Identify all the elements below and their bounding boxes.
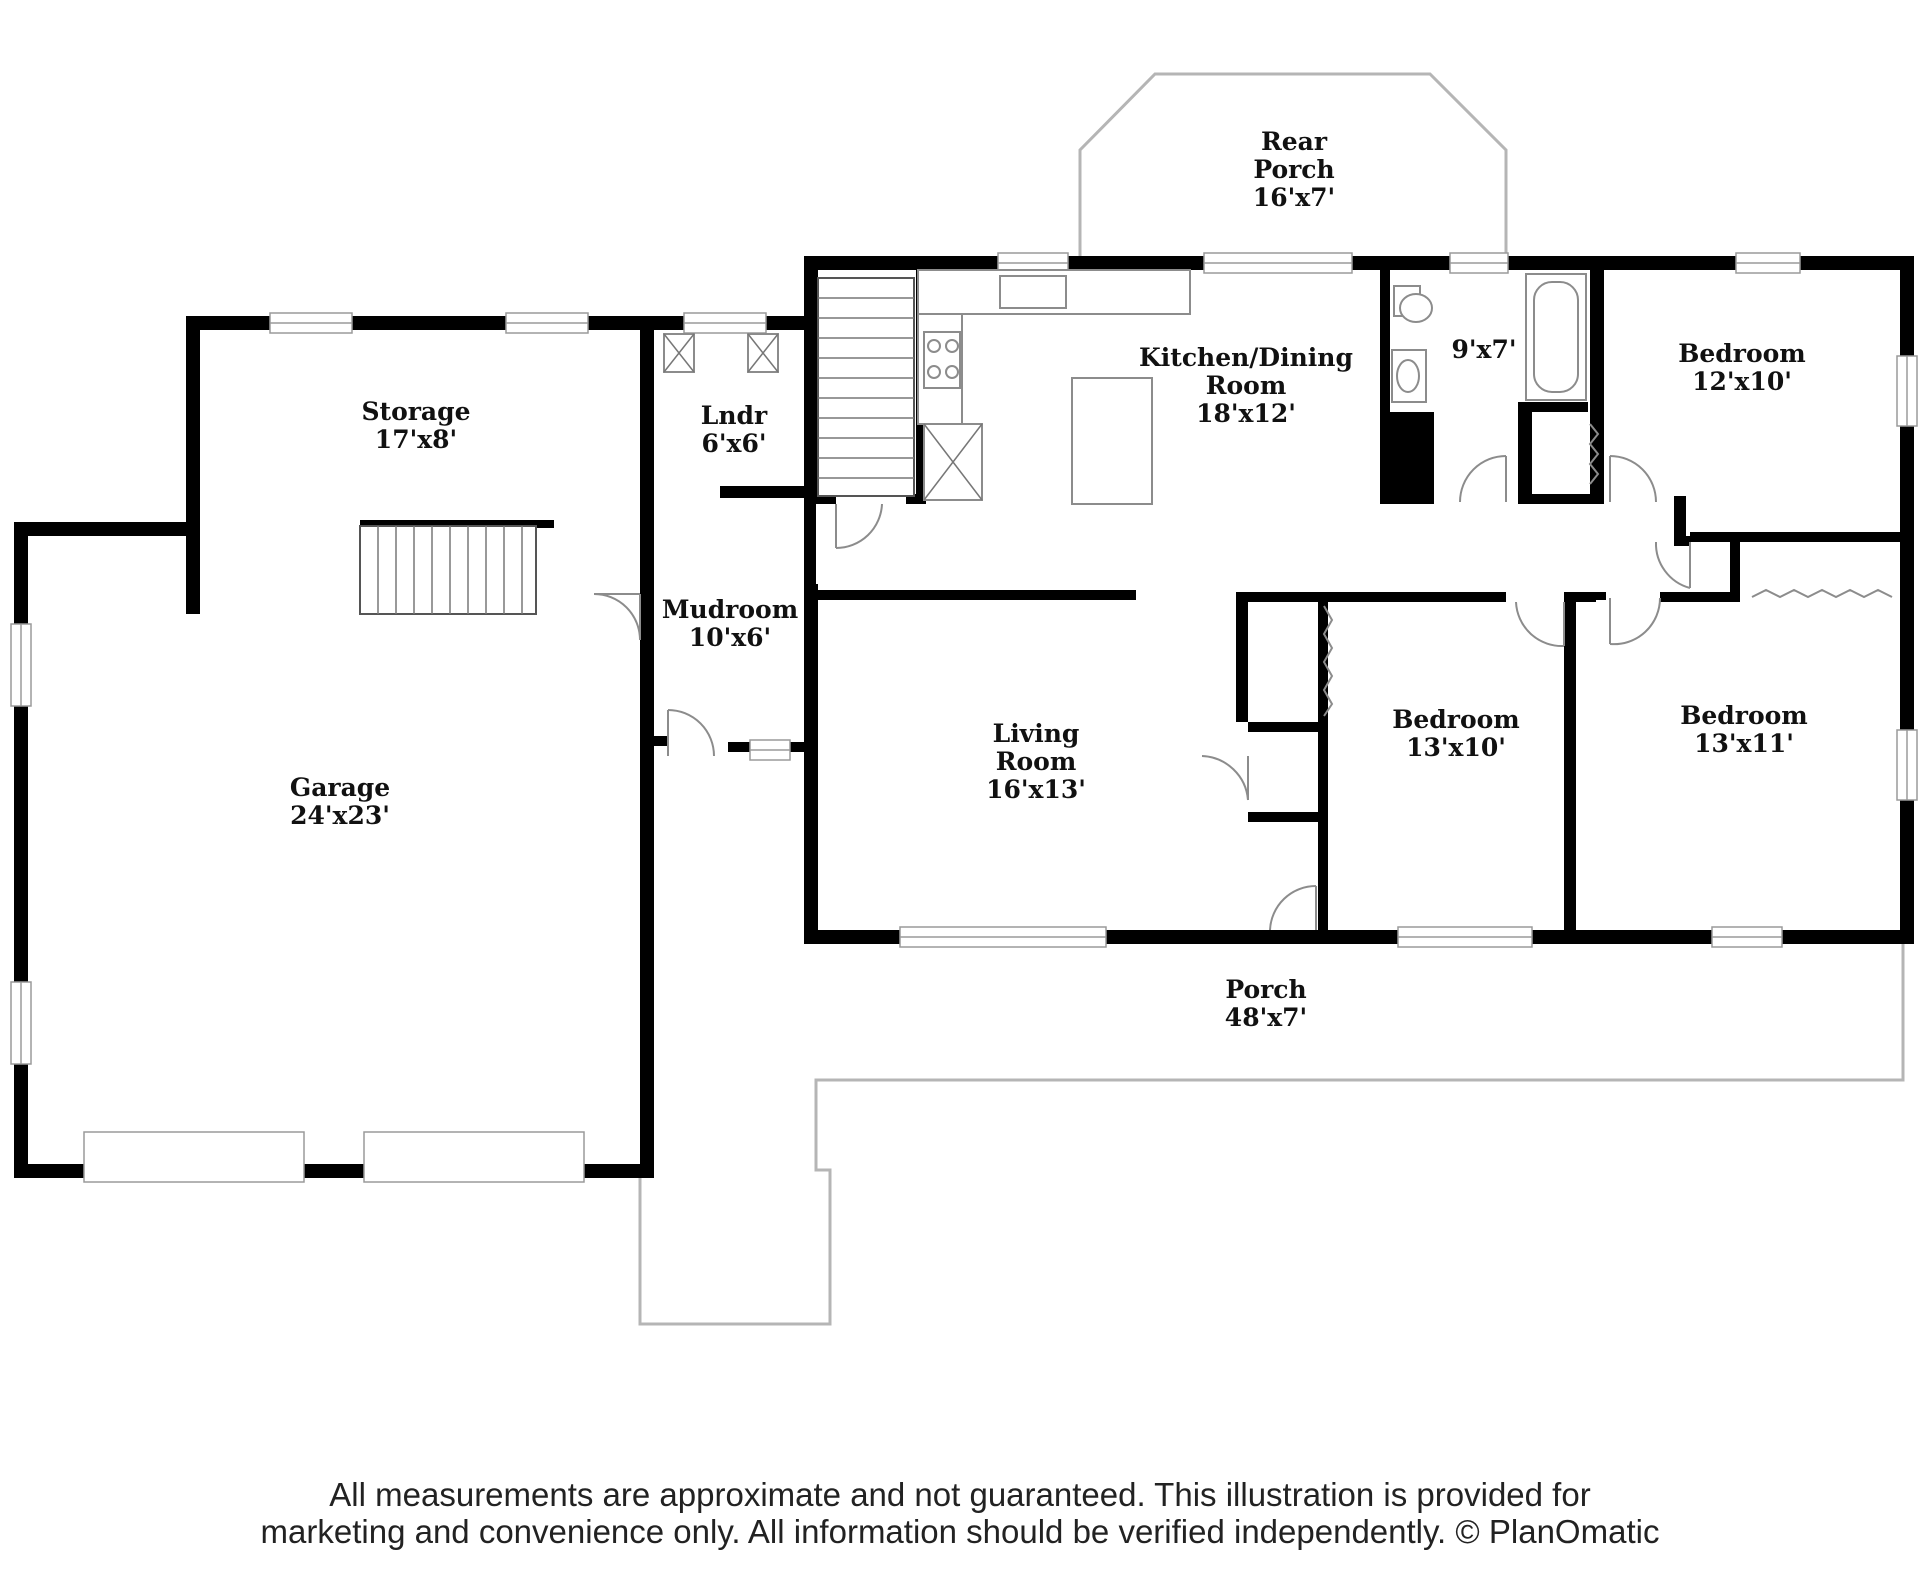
svg-text:9'x7': 9'x7' bbox=[1451, 335, 1516, 364]
room-label-garage: Garage 24'x23' bbox=[290, 773, 390, 830]
svg-text:Bedroom: Bedroom bbox=[1392, 705, 1520, 734]
svg-text:17'x8': 17'x8' bbox=[375, 425, 457, 454]
svg-text:Garage: Garage bbox=[290, 773, 390, 802]
room-label-kitchen-dining: Kitchen/Dining Room 18'x12' bbox=[1139, 343, 1353, 428]
disclaimer-line-1: All measurements are approximate and not… bbox=[329, 1476, 1591, 1513]
svg-text:Porch: Porch bbox=[1225, 975, 1306, 1004]
kitchen-island bbox=[1071, 377, 1153, 505]
svg-text:18'x12': 18'x12' bbox=[1196, 399, 1296, 428]
svg-text:16'x7': 16'x7' bbox=[1253, 183, 1335, 212]
room-label-porch: Porch 48'x7' bbox=[1225, 975, 1307, 1032]
doors bbox=[593, 455, 1691, 931]
front-deck-outline bbox=[638, 940, 1905, 1326]
bathroom-sink bbox=[1396, 359, 1420, 393]
room-label-bedroom-se: Bedroom 13'x11' bbox=[1680, 701, 1808, 758]
disclaimer-text: All measurements are approximate and not… bbox=[0, 1476, 1920, 1550]
svg-text:Bedroom: Bedroom bbox=[1680, 701, 1808, 730]
garage-doors bbox=[83, 1131, 585, 1183]
svg-text:16'x13': 16'x13' bbox=[986, 775, 1086, 804]
room-label-laundry: Lndr 6'x6' bbox=[701, 401, 768, 458]
disclaimer-line-2: marketing and convenience only. All info… bbox=[260, 1513, 1660, 1550]
svg-text:12'x10': 12'x10' bbox=[1692, 367, 1792, 396]
kitchen-sink bbox=[999, 275, 1067, 309]
svg-text:13'x11': 13'x11' bbox=[1694, 729, 1794, 758]
room-label-bedroom-ne: Bedroom 12'x10' bbox=[1678, 339, 1806, 396]
stairs-storage bbox=[359, 525, 537, 615]
burner-icon bbox=[945, 365, 959, 379]
windows bbox=[10, 252, 1918, 1065]
closet-doors bbox=[1322, 423, 1893, 717]
svg-text:Storage: Storage bbox=[361, 397, 470, 426]
toilet-bowl bbox=[1399, 293, 1433, 323]
fixtures bbox=[663, 269, 1587, 505]
svg-text:Lndr: Lndr bbox=[701, 401, 768, 430]
svg-text:Living: Living bbox=[993, 719, 1080, 748]
room-label-storage: Storage 17'x8' bbox=[361, 397, 470, 454]
svg-text:48'x7': 48'x7' bbox=[1225, 1003, 1307, 1032]
svg-text:24'x23': 24'x23' bbox=[290, 801, 390, 830]
svg-text:10'x6': 10'x6' bbox=[689, 623, 771, 652]
svg-text:13'x10': 13'x10' bbox=[1406, 733, 1506, 762]
bathtub-basin bbox=[1533, 281, 1579, 393]
svg-text:Bedroom: Bedroom bbox=[1678, 339, 1806, 368]
walls bbox=[14, 256, 1914, 1178]
room-label-mudroom: Mudroom 10'x6' bbox=[662, 595, 798, 652]
burner-icon bbox=[945, 339, 959, 353]
room-label-bath: 9'x7' bbox=[1451, 335, 1516, 364]
svg-text:Room: Room bbox=[1206, 371, 1287, 400]
burner-icon bbox=[927, 339, 941, 353]
svg-text:Mudroom: Mudroom bbox=[662, 595, 798, 624]
stairs-main bbox=[817, 277, 915, 497]
svg-text:6'x6': 6'x6' bbox=[701, 429, 766, 458]
burner-icon bbox=[927, 365, 941, 379]
floor-plan: Rear Porch 16'x7' Kitchen/Dining Room 18… bbox=[10, 72, 1918, 1326]
room-label-living: Living Room 16'x13' bbox=[986, 719, 1086, 804]
room-label-rear-porch: Rear Porch 16'x7' bbox=[1253, 127, 1335, 212]
svg-text:Room: Room bbox=[996, 747, 1077, 776]
svg-text:Porch: Porch bbox=[1253, 155, 1334, 184]
svg-text:Kitchen/Dining: Kitchen/Dining bbox=[1139, 343, 1353, 372]
svg-text:Rear: Rear bbox=[1261, 127, 1328, 156]
room-label-bedroom-center: Bedroom 13'x10' bbox=[1392, 705, 1520, 762]
rear-porch-outline bbox=[1078, 72, 1508, 258]
